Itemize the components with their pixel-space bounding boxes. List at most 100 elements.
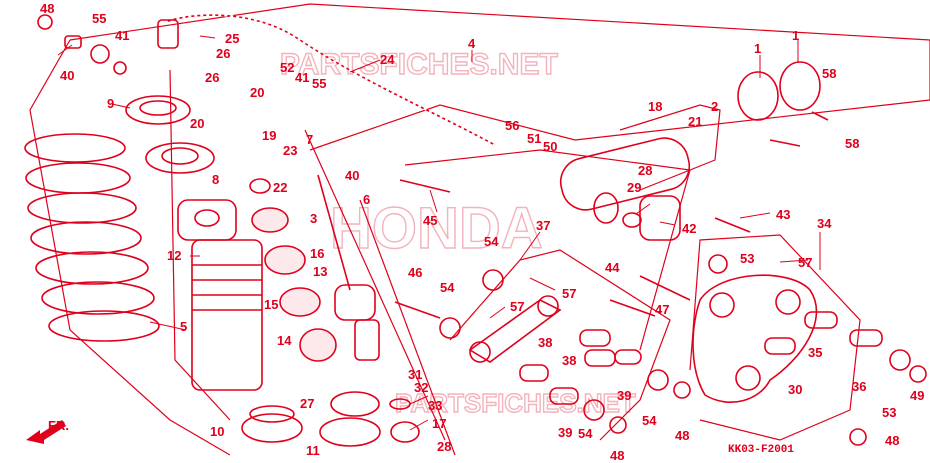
damper-shaft — [317, 174, 380, 361]
callout-57a: 57 — [562, 286, 576, 301]
callout-7: 7 — [306, 132, 313, 147]
callout-34: 34 — [817, 216, 832, 231]
callout-3: 3 — [310, 211, 317, 226]
spring-adjuster-nuts — [125, 95, 215, 174]
callout-50: 50 — [543, 139, 557, 154]
callout-48d: 48 — [885, 433, 899, 448]
callout-12: 12 — [167, 248, 181, 263]
callout-48b: 48 — [675, 428, 689, 443]
top-mount-hardware — [37, 14, 127, 75]
callout-29: 29 — [627, 180, 641, 195]
callout-35: 35 — [808, 345, 822, 360]
direction-label: FR. — [48, 418, 69, 433]
callout-6: 6 — [363, 192, 370, 207]
callout-49: 49 — [910, 388, 924, 403]
callout-21: 21 — [688, 114, 702, 129]
callout-55a: 55 — [92, 11, 106, 26]
callout-48c: 48 — [610, 448, 624, 463]
callout-25: 25 — [225, 31, 239, 46]
callout-20a: 20 — [250, 85, 264, 100]
linkage-arm — [692, 274, 818, 403]
callout-13: 13 — [313, 264, 327, 279]
shock-spring — [24, 133, 160, 342]
callout-39b: 39 — [558, 425, 572, 440]
reservoir-hose — [157, 14, 496, 146]
diagram-code: KK03-F2001 — [728, 444, 794, 456]
callout-40b: 40 — [345, 168, 359, 183]
callout-16: 16 — [310, 246, 324, 261]
callout-26a: 26 — [216, 46, 230, 61]
callout-57c: 57 — [798, 255, 812, 270]
lower-seal-parts — [241, 391, 420, 447]
callout-38a: 38 — [538, 335, 552, 350]
callout-53b: 53 — [882, 405, 896, 420]
callout-39a: 39 — [617, 388, 631, 403]
callout-51: 51 — [527, 131, 541, 146]
callout-54a: 54 — [484, 234, 499, 249]
callout-5: 5 — [180, 319, 187, 334]
callout-14: 14 — [277, 333, 292, 348]
callout-32: 32 — [414, 380, 428, 395]
watermark-bottom: PARTSFICHES.NET — [395, 388, 636, 418]
callout-58a: 58 — [822, 66, 836, 81]
callout-26b: 26 — [205, 70, 219, 85]
callout-54b: 54 — [440, 280, 455, 295]
callout-33: 33 — [428, 398, 442, 413]
callout-57b: 57 — [510, 299, 524, 314]
collars-spacers — [439, 254, 927, 446]
callout-4: 4 — [468, 36, 476, 51]
callout-47: 47 — [655, 302, 669, 317]
callout-58b: 58 — [845, 136, 859, 151]
callout-1b: 1 — [792, 28, 799, 43]
callout-17: 17 — [432, 416, 446, 431]
callout-30: 30 — [788, 382, 802, 397]
bolts — [394, 139, 801, 319]
callout-31: 31 — [408, 367, 422, 382]
callout-54c: 54 — [642, 413, 657, 428]
callout-23: 23 — [283, 143, 297, 158]
callout-9: 9 — [107, 96, 114, 111]
callout-52: 52 — [280, 60, 294, 75]
callout-56: 56 — [505, 118, 519, 133]
front-direction-arrow-icon — [26, 420, 66, 444]
callout-22: 22 — [273, 180, 287, 195]
callout-8: 8 — [212, 172, 219, 187]
callout-24: 24 — [380, 52, 395, 67]
callout-10: 10 — [210, 424, 224, 439]
callout-37: 37 — [536, 218, 550, 233]
callout-2: 2 — [711, 99, 718, 114]
callout-48a: 48 — [40, 1, 54, 16]
callout-42: 42 — [682, 221, 696, 236]
callout-41a: 41 — [115, 28, 129, 43]
callout-53a: 53 — [740, 251, 754, 266]
callout-19: 19 — [262, 128, 276, 143]
callout-1a: 1 — [754, 41, 761, 56]
leader-lines — [57, 35, 821, 431]
callout-20b: 20 — [190, 116, 204, 131]
callout-44: 44 — [605, 260, 620, 275]
remote-reservoir — [559, 137, 691, 241]
callout-40a: 40 — [60, 68, 74, 83]
callout-41b: 41 — [295, 70, 309, 85]
linkage-rod — [468, 295, 562, 363]
reservoir-clamps — [737, 61, 829, 121]
callout-46: 46 — [408, 265, 422, 280]
callout-36: 36 — [852, 379, 866, 394]
callout-28b: 28 — [437, 439, 451, 454]
callout-28a: 28 — [638, 163, 652, 178]
watermark-top: PARTSFICHES.NET — [280, 48, 558, 81]
callout-11: 11 — [306, 443, 320, 458]
watermark-center: HONDA — [330, 196, 543, 261]
callout-38b: 38 — [562, 353, 576, 368]
callout-15: 15 — [264, 297, 278, 312]
callout-45: 45 — [423, 213, 437, 228]
callout-54d: 54 — [578, 426, 593, 441]
callout-55b: 55 — [312, 76, 326, 91]
callout-27: 27 — [300, 396, 314, 411]
part-callouts: 48 55 41 40 9 25 26 26 20 20 19 23 7 8 5… — [40, 1, 924, 463]
assembly-frames — [29, 3, 930, 456]
shock-damper-body — [177, 199, 263, 391]
bushing-stack — [249, 178, 337, 362]
callout-43: 43 — [776, 207, 790, 222]
